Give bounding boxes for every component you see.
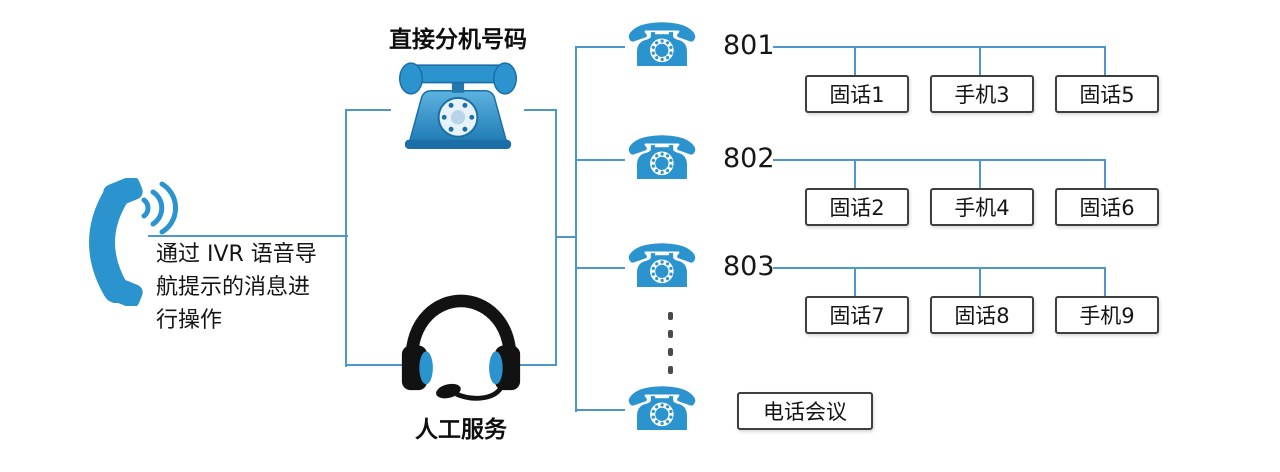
direct-extension-label: 直接分机号码 bbox=[389, 27, 527, 53]
connector-line bbox=[575, 46, 625, 48]
extension-phone-icon: ☎ bbox=[624, 232, 700, 302]
device-box: 手机4 bbox=[930, 188, 1034, 226]
extension-phone-icon: ☎ bbox=[624, 124, 700, 194]
connector-line bbox=[345, 364, 403, 366]
connector-line bbox=[1104, 46, 1106, 75]
connector-line bbox=[575, 267, 625, 269]
device-box: 固话8 bbox=[930, 296, 1034, 334]
extension-phone-icon: ☎ bbox=[624, 375, 700, 445]
sound-waves-icon bbox=[141, 181, 179, 235]
device-box: 手机3 bbox=[930, 75, 1034, 113]
connector-line bbox=[773, 46, 1106, 48]
extension-number: 801 bbox=[723, 30, 775, 61]
connector-line bbox=[148, 235, 348, 237]
manual-service-label: 人工服务 bbox=[415, 417, 507, 443]
connector-line bbox=[854, 267, 856, 296]
device-box: 固话1 bbox=[805, 75, 909, 113]
caption-line: 航提示的消息进 bbox=[156, 275, 311, 300]
device-box: 固话2 bbox=[805, 188, 909, 226]
connector-line bbox=[979, 159, 981, 188]
device-box: 固话6 bbox=[1055, 188, 1159, 226]
connector-line bbox=[345, 109, 347, 367]
device-box: 固话7 bbox=[805, 296, 909, 334]
dot bbox=[668, 348, 673, 356]
connector-line bbox=[516, 364, 557, 366]
caller-handset-icon bbox=[76, 176, 184, 308]
caller-caption: 通过 IVR 语音导 航提示的消息进 行操作 bbox=[156, 238, 317, 337]
connector-line bbox=[979, 46, 981, 75]
connector-line bbox=[345, 109, 391, 111]
dot bbox=[668, 366, 673, 374]
caption-line: 通过 IVR 语音导 bbox=[156, 242, 317, 267]
device-box: 手机9 bbox=[1055, 296, 1159, 334]
conference-call-box: 电话会议 bbox=[737, 392, 873, 430]
dot bbox=[668, 330, 673, 338]
connector-line bbox=[575, 409, 625, 411]
extension-number: 802 bbox=[723, 143, 775, 174]
connector-line bbox=[575, 46, 577, 412]
rotary-desk-phone-icon bbox=[386, 56, 530, 150]
connector-line bbox=[555, 236, 577, 238]
extension-number: 803 bbox=[723, 251, 775, 282]
connector-line bbox=[773, 159, 1106, 161]
connector-line bbox=[773, 267, 1106, 269]
device-box: 固话5 bbox=[1055, 75, 1159, 113]
connector-line bbox=[575, 159, 625, 161]
connector-line bbox=[854, 159, 856, 188]
connector-line bbox=[524, 109, 557, 111]
connector-line bbox=[854, 46, 856, 75]
extension-phone-icon: ☎ bbox=[624, 11, 700, 81]
connector-line bbox=[1104, 159, 1106, 188]
caption-line: 行操作 bbox=[156, 308, 223, 333]
connector-line bbox=[1104, 267, 1106, 296]
headset-icon bbox=[398, 290, 524, 404]
dot bbox=[668, 312, 673, 320]
connector-line bbox=[979, 267, 981, 296]
